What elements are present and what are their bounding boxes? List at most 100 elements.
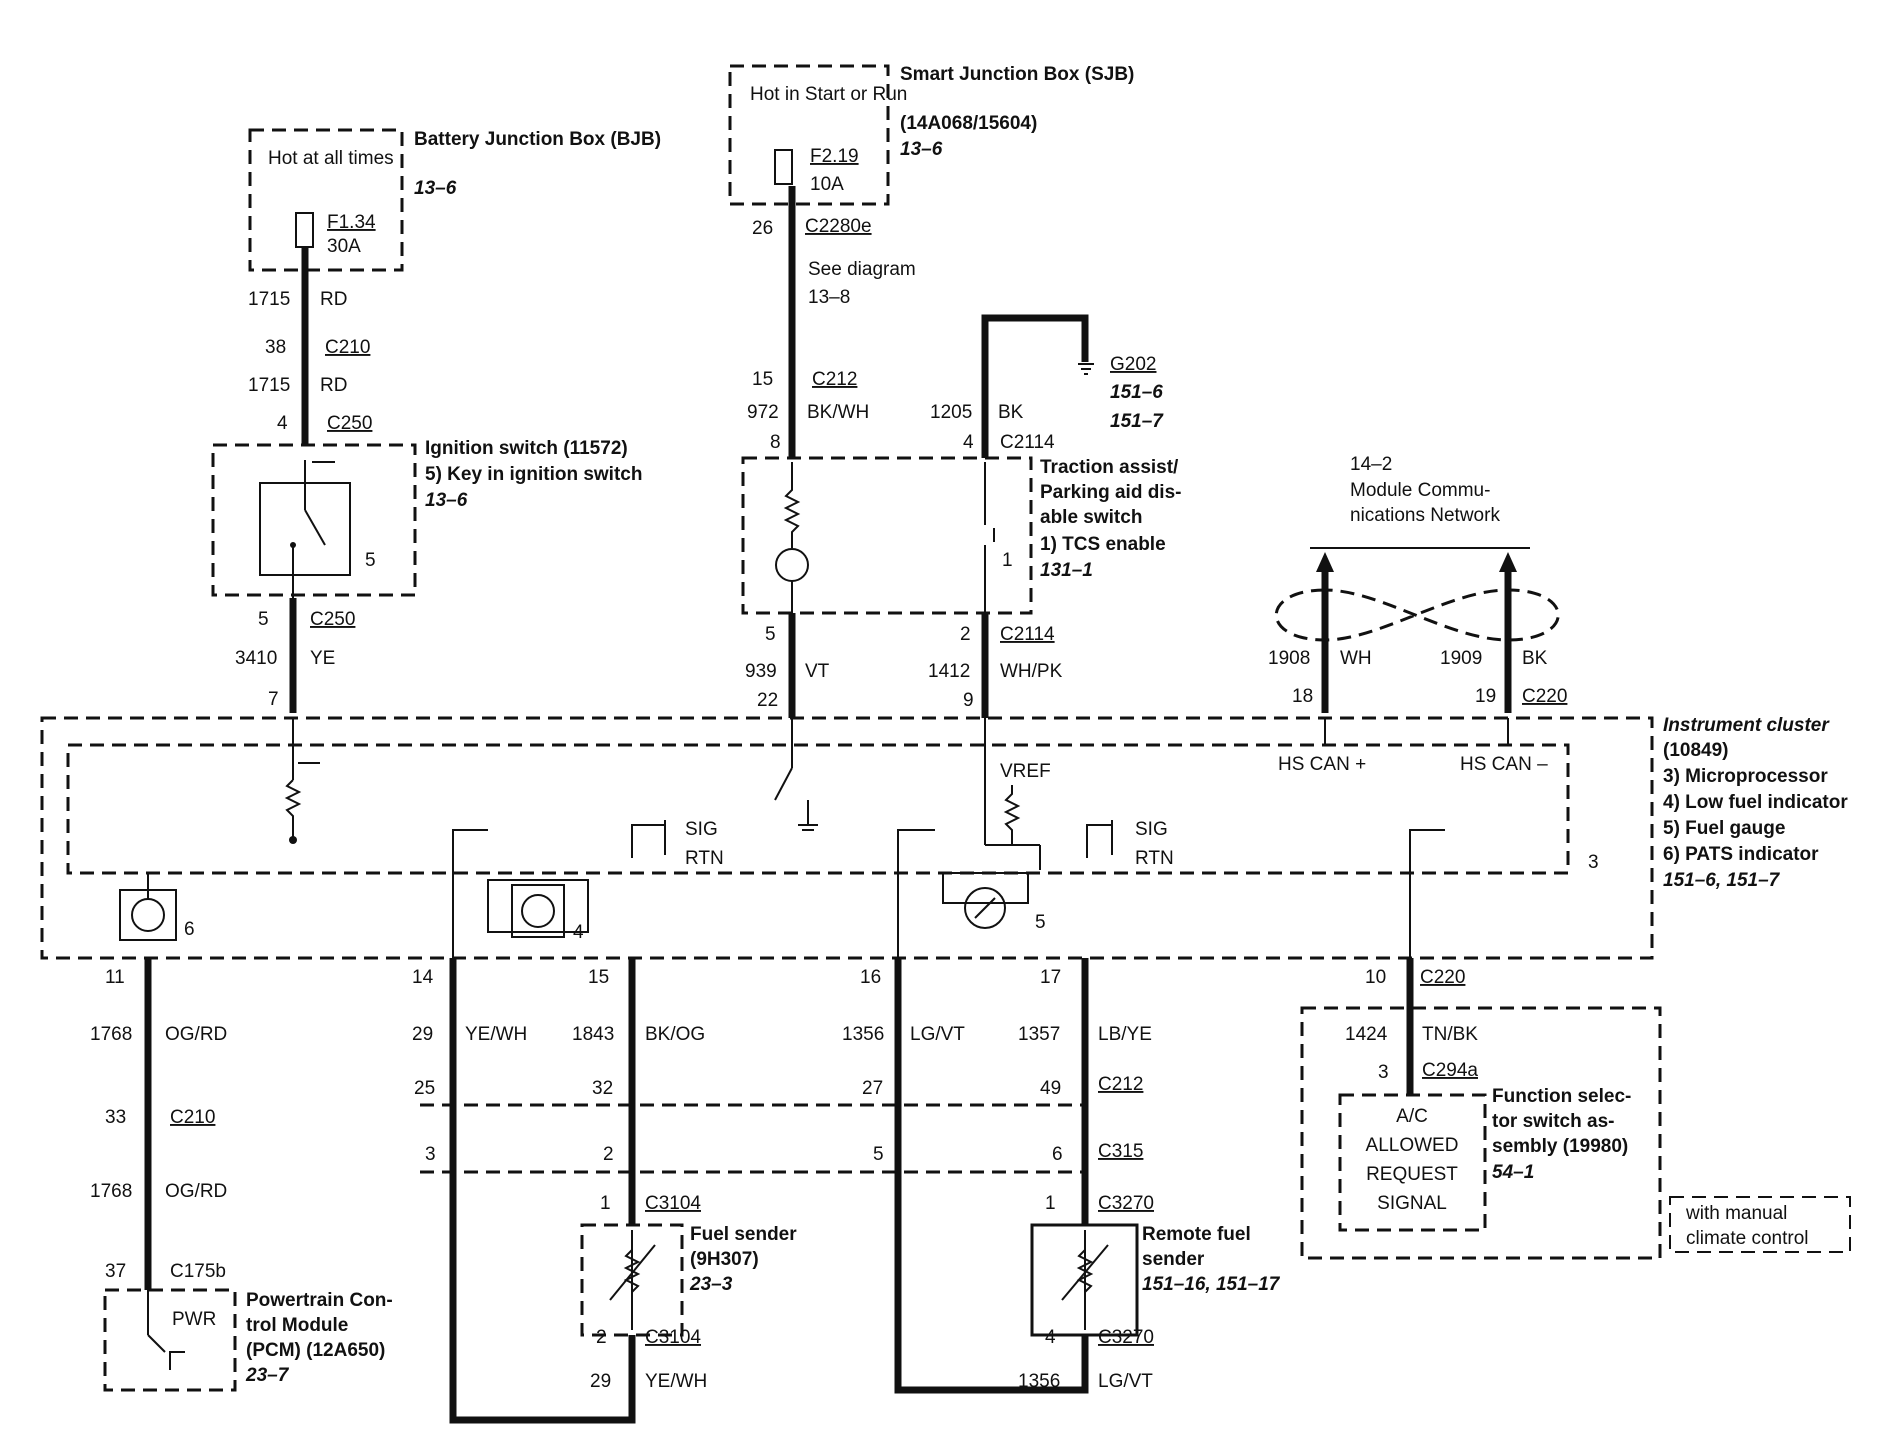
ignition-switch-name: Ignition switch (11572): [425, 438, 628, 459]
bjb-hot-label: Hot at all times: [268, 148, 394, 169]
bjb-fuse-rating: 30A: [327, 236, 361, 257]
powertrain-control-module: PWR Powertrain Con- trol Module (PCM) (1…: [103, 1288, 393, 1392]
wire-circuit-972: 972: [747, 402, 779, 423]
wire-29-yewh: [449, 958, 636, 1424]
wire-color-vt: VT: [805, 661, 830, 682]
ignition-pin-5: 5: [365, 550, 376, 571]
twisted-pair-icon: [1274, 588, 1560, 642]
pcm-ref: 23–7: [245, 1365, 290, 1386]
wire-color-lgvt: LG/VT: [910, 1024, 965, 1045]
wire-color-rd: RD: [320, 289, 347, 310]
arrow-up-icon-2: [1499, 552, 1517, 572]
switch-icon: [774, 767, 793, 801]
pin-6: 6: [1052, 1144, 1063, 1165]
traction-ref: 131–1: [1040, 560, 1093, 581]
lamp-icon: [775, 548, 809, 582]
remote-sender-color: LG/VT: [1098, 1371, 1153, 1392]
cluster-name: Instrument cluster: [1663, 715, 1830, 736]
sjb-fuse-rating: 10A: [810, 174, 844, 195]
wire-circuit-1205: 1205: [930, 402, 972, 423]
ground-ref-1: 151–6: [1110, 382, 1163, 403]
resistor-icon-2: [284, 779, 302, 838]
cluster-label-4: 4: [573, 922, 584, 943]
connector-c2114: C2114: [1000, 432, 1055, 453]
fuel-sender-conn-bot: C3104: [645, 1327, 701, 1348]
traction-pin-1: 1: [1002, 550, 1013, 571]
traction-note: 1) TCS enable: [1040, 534, 1166, 555]
connector-c210-b: C210: [170, 1107, 215, 1128]
cluster-part: (10849): [1663, 740, 1729, 761]
see-diagram-ref: 13–8: [808, 287, 850, 308]
pcm-name-3: (PCM) (12A650): [246, 1340, 385, 1361]
wire-color-ye: YE: [310, 648, 335, 669]
cluster-pin-19: 19: [1475, 686, 1496, 707]
battery-junction-box: Hot at all times F1.34 30A Battery Junct…: [248, 128, 661, 272]
traction-name-1: Traction assist/: [1040, 457, 1179, 478]
fuel-sender-pin-top: 1: [600, 1193, 611, 1214]
wire-circuit-3410: 3410: [235, 648, 277, 669]
function-box-4: SIGNAL: [1377, 1193, 1447, 1214]
fuel-sender-circuit: 29: [590, 1371, 611, 1392]
sjb-hot-label: Hot in Start or Run: [750, 84, 907, 105]
function-box-2: ALLOWED: [1366, 1135, 1459, 1156]
cluster-item-6: 6) PATS indicator: [1663, 844, 1819, 865]
function-conn: C294a: [1422, 1060, 1478, 1081]
pin-2-c2114: 2: [960, 624, 971, 645]
wire-circuit-29: 29: [412, 1024, 433, 1045]
cluster-item-5: 5) Fuel gauge: [1663, 818, 1785, 839]
pin-38: 38: [265, 337, 286, 358]
fuel-sender: 1 C3104 Fuel sender (9H307) 23–3 2 C3104…: [580, 1193, 797, 1392]
pin-37: 37: [105, 1261, 126, 1282]
remote-sender-pin-top: 1: [1045, 1193, 1056, 1214]
sjb-fuse-id: F2.19: [810, 146, 859, 167]
wire-circuit-1715: 1715: [248, 289, 290, 310]
pcm-pwr: PWR: [172, 1309, 216, 1330]
bjb-name: Battery Junction Box (BJB): [414, 129, 661, 150]
fuel-sender-part: (9H307): [690, 1249, 759, 1270]
cluster-sig-2: SIG: [1135, 819, 1168, 840]
wire-color-bkog: BK/OG: [645, 1024, 705, 1045]
remote-sender-conn-bot: C3270: [1098, 1327, 1154, 1348]
pin-11: 11: [105, 967, 125, 988]
ground-ref-2: 151–7: [1110, 411, 1164, 432]
connector-c2280e: C2280e: [805, 216, 872, 237]
cluster-pin-7: 7: [268, 689, 279, 710]
switch-icon-2: [147, 1334, 166, 1353]
ignition-switch-note: 5) Key in ignition switch: [425, 464, 642, 485]
wire-color-bk-2: BK: [1522, 648, 1548, 669]
pin-27: 27: [862, 1078, 883, 1099]
connector-c212: C212: [812, 369, 857, 390]
wire-color-rd-b: RD: [320, 375, 347, 396]
ground-icon: [1078, 363, 1094, 375]
ground-g202: G202: [1110, 354, 1156, 375]
remote-sender-name-2: sender: [1142, 1249, 1205, 1270]
function-name-2: tor switch as-: [1492, 1111, 1614, 1132]
sjb-name: Smart Junction Box (SJB): [900, 64, 1134, 85]
fuse-icon-2: [774, 149, 793, 185]
remote-sender-ref: 151–16, 151–17: [1142, 1274, 1281, 1295]
bjb-ref: 13–6: [414, 178, 457, 199]
wire-color-ogrd-b: OG/RD: [165, 1181, 227, 1202]
wire-color-whpk: WH/PK: [1000, 661, 1063, 682]
traction-name-3: able switch: [1040, 507, 1142, 528]
connector-c220: C220: [1522, 686, 1567, 707]
pin-3: 3: [425, 1144, 436, 1165]
fuel-sender-ref: 23–3: [689, 1274, 733, 1295]
wire-circuit-1356: 1356: [842, 1024, 884, 1045]
wire-color-bk: BK: [998, 402, 1024, 423]
fuse-icon: [295, 212, 314, 248]
function-selector-switch: 10 C220 1424 TN/BK 3 C294a A/C ALLOWED R…: [1300, 958, 1851, 1260]
remote-sender-conn-top: C3270: [1098, 1193, 1154, 1214]
resistor-icon: [783, 462, 801, 548]
module-communications-network: 14–2 Module Commu- nications Network 190…: [1268, 454, 1567, 713]
cluster-pin-14: 14: [412, 967, 434, 988]
smart-junction-box: Hot in Start or Run F2.19 10A Smart Junc…: [728, 64, 1134, 206]
wire-1205-bk: [981, 314, 1089, 458]
pcm-name-1: Powertrain Con-: [246, 1290, 393, 1311]
cluster-hs-can-plus: HS CAN +: [1278, 754, 1366, 775]
cluster-label-3: 3: [1588, 852, 1599, 873]
connector-c2114-b: C2114: [1000, 624, 1055, 645]
network-name-1: Module Commu-: [1350, 480, 1490, 501]
traction-assist-switch: 1 Traction assist/ Parking aid dis- able…: [741, 456, 1181, 615]
